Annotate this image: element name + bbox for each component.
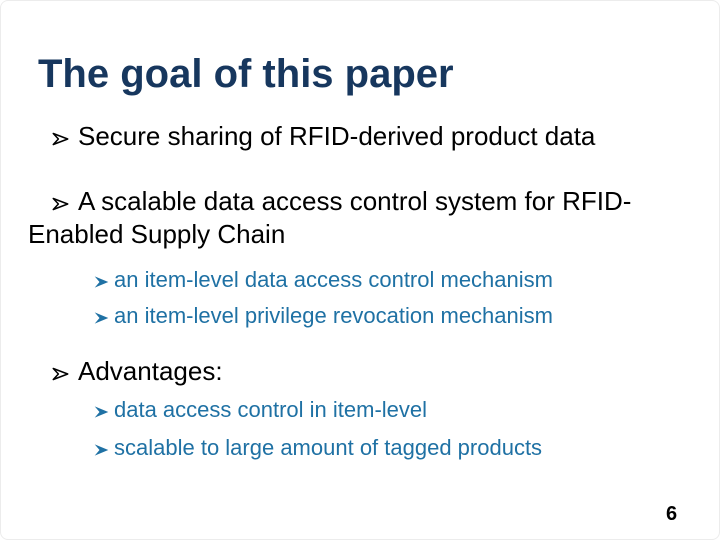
arrow-bullet-icon [83, 265, 114, 295]
slide-page-number: 6 [666, 503, 678, 525]
sub-bullet-item: an item-level data access control mechan… [73, 265, 683, 295]
arrow-bullet-icon [38, 120, 78, 153]
arrow-bullet-icon [38, 355, 78, 388]
bullet-text: Advantages: [78, 356, 223, 386]
sub-bullet-text: scalable to large amount of tagged produ… [114, 435, 543, 460]
bullet-text: Secure sharing of RFID-derived product d… [78, 121, 596, 151]
bullet-item: Advantages: [28, 355, 703, 388]
arrow-bullet-icon [83, 433, 114, 463]
arrow-bullet-icon [38, 185, 78, 218]
arrow-bullet-icon [83, 395, 114, 425]
page-title: The goal of this paper [38, 52, 454, 96]
sub-bullet-text: an item-level data access control mechan… [114, 267, 553, 292]
bullet-item: Secure sharing of RFID-derived product d… [28, 120, 703, 153]
sub-bullet-item: data access control in item-level [73, 395, 683, 425]
bullet-text-wrapped: Enabled Supply Chain [28, 219, 286, 249]
sub-bullet-item: scalable to large amount of tagged produ… [73, 433, 683, 463]
sub-bullet-item: an item-level privilege revocation mecha… [73, 301, 683, 331]
sub-bullet-text: an item-level privilege revocation mecha… [114, 303, 553, 328]
sub-bullet-text: data access control in item-level [114, 397, 428, 422]
bullet-item: A scalable data access control system fo… [28, 185, 703, 251]
arrow-bullet-icon [83, 301, 114, 331]
bullet-text: A scalable data access control system fo… [78, 186, 632, 216]
